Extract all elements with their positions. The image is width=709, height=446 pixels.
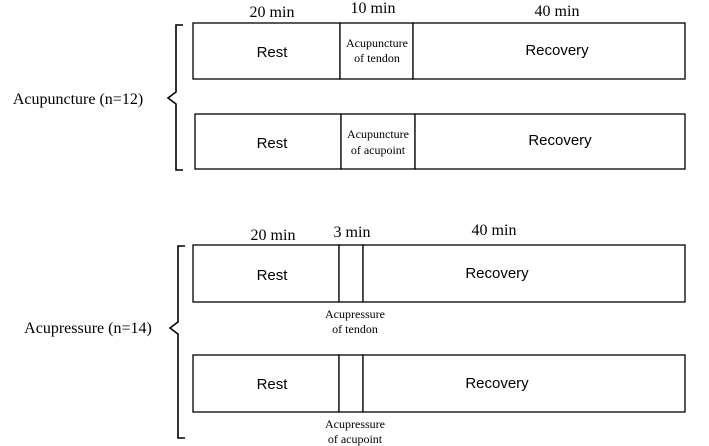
recovery-box	[362, 244, 686, 303]
rest-box	[192, 244, 340, 303]
recovery-box	[414, 113, 686, 170]
acupuncture-of-acupoint-label-line2: of acupoint	[351, 143, 406, 157]
acupuncture-group: 20 min 10 min 40 min Acupuncture (n=12) …	[13, 0, 686, 171]
acupressure-acupoint-row: Rest Recovery Acupressure of acupoint	[192, 354, 686, 446]
acupressure-of-tendon-label-line2: of tendon	[332, 322, 378, 336]
acupressure-duration-recovery: 40 min	[472, 222, 517, 239]
rest-label: Rest	[257, 376, 289, 393]
acupuncture-group-label: Acupuncture (n=12)	[13, 91, 143, 108]
acupuncture-of-acupoint-label-line1: Acupuncture	[347, 127, 409, 141]
recovery-label: Recovery	[528, 132, 592, 149]
acupressure-brace	[168, 245, 185, 439]
acupressure-group-label: Acupressure (n=14)	[24, 320, 152, 337]
acupuncture-of-tendon-label-line1: Acupuncture	[346, 36, 408, 50]
recovery-label: Recovery	[525, 42, 589, 59]
acupressure-of-acupoint-box	[338, 354, 364, 413]
acupressure-group: 20 min 3 min 40 min Acupressure (n=14) R…	[24, 222, 686, 446]
rest-label: Rest	[257, 44, 289, 61]
rest-label: Rest	[257, 135, 289, 152]
recovery-box	[412, 22, 686, 80]
acupressure-of-tendon-box	[338, 244, 364, 303]
acupressure-of-acupoint-label-line2: of acupoint	[328, 432, 383, 446]
recovery-label: Recovery	[465, 375, 529, 392]
acupuncture-of-acupoint-box	[340, 113, 416, 170]
acupuncture-acupoint-row: Rest Acupuncture of acupoint Recovery	[194, 113, 686, 170]
acupuncture-of-tendon-label-line2: of tendon	[354, 51, 400, 65]
acupressure-duration-rest: 20 min	[251, 227, 296, 244]
acupuncture-of-tendon-box	[339, 22, 414, 80]
acupressure-tendon-row: Rest Recovery Acupressure of tendon	[192, 244, 686, 336]
acupuncture-duration-rest: 20 min	[250, 4, 295, 21]
acupressure-duration-intervention: 3 min	[334, 224, 371, 241]
acupressure-of-tendon-label-line1: Acupressure	[325, 307, 385, 321]
acupuncture-duration-intervention: 10 min	[351, 0, 396, 17]
recovery-label: Recovery	[465, 265, 529, 282]
rest-label: Rest	[257, 267, 289, 284]
rest-box	[192, 354, 340, 413]
acupressure-of-acupoint-label-line1: Acupressure	[325, 417, 385, 431]
acupuncture-brace	[166, 24, 183, 171]
acupuncture-tendon-row: Rest Acupuncture of tendon Recovery	[192, 22, 686, 80]
recovery-box	[362, 354, 686, 413]
rest-box	[192, 22, 341, 80]
acupuncture-duration-recovery: 40 min	[535, 3, 580, 20]
